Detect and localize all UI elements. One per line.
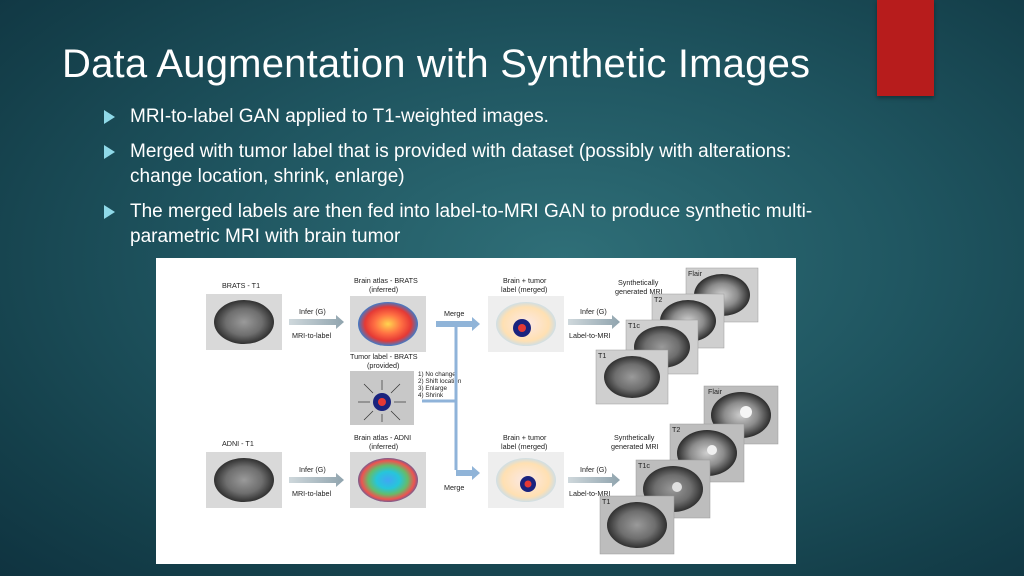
triangle-bullet-icon bbox=[104, 205, 115, 219]
bottom-infer2-arrow bbox=[568, 473, 620, 487]
top-stack-t1-brain bbox=[604, 356, 660, 398]
tumor-label-1: Tumor label - BRATS bbox=[350, 352, 418, 361]
top-infer2-arrow bbox=[568, 315, 620, 329]
bottom-merge-arrow bbox=[456, 466, 480, 480]
bottom-t1-brain bbox=[214, 458, 274, 502]
top-atlas-label-2: (inferred) bbox=[369, 285, 398, 294]
bottom-merged-tumor-core bbox=[524, 480, 532, 488]
bottom-merged-label-1: Brain + tumor bbox=[503, 433, 547, 442]
bottom-stack-t1c-lesion bbox=[672, 482, 682, 492]
top-input-label: BRATS - T1 bbox=[222, 281, 260, 290]
tumor-option-4: 4) Shrink bbox=[418, 392, 444, 399]
bullet-text: Merged with tumor label that is provided… bbox=[130, 141, 792, 187]
top-label-to-mri: Label-to-MRI bbox=[569, 331, 611, 340]
tumor-option-3: 3) Enlarge bbox=[418, 385, 448, 392]
accent-bar bbox=[877, 0, 934, 96]
top-merged-tumor-core bbox=[518, 324, 526, 332]
bullet-text: The merged labels are then fed into labe… bbox=[130, 201, 813, 247]
tumor-option-1: 1) No change bbox=[418, 371, 456, 378]
bottom-merged-label-2: label (merged) bbox=[501, 442, 547, 451]
bottom-synth-label-1: Synthetically bbox=[614, 433, 655, 442]
top-infer2-label: Infer (G) bbox=[580, 307, 607, 316]
slide-title: Data Augmentation with Synthetic Images bbox=[62, 42, 811, 86]
bullet-text: MRI-to-label GAN applied to T1-weighted … bbox=[130, 106, 549, 127]
bottom-infer-label: Infer (G) bbox=[299, 465, 326, 474]
top-merged-label-2: label (merged) bbox=[501, 285, 547, 294]
bottom-infer2-label: Infer (G) bbox=[580, 465, 607, 474]
tumor-core bbox=[378, 398, 386, 406]
top-merged-label-1: Brain + tumor bbox=[503, 276, 547, 285]
bottom-label-to-mri: Label-to-MRI bbox=[569, 489, 611, 498]
pipeline-figure: BRATS - T1 Infer (G) MRI-to-label Brain … bbox=[156, 258, 796, 564]
top-synth-label-2: generated MRI bbox=[615, 287, 663, 296]
bottom-atlas-brain bbox=[358, 458, 418, 502]
bottom-synth-label-2: generated MRI bbox=[611, 442, 659, 451]
bullet-item: Merged with tumor label that is provided… bbox=[104, 139, 844, 189]
top-stack-t1-label: T1 bbox=[598, 351, 606, 360]
bottom-atlas-label-1: Brain atlas - ADNI bbox=[354, 433, 411, 442]
tumor-shift-arrows bbox=[358, 380, 406, 422]
bottom-stack-t1c-label: T1c bbox=[638, 461, 650, 470]
top-atlas-label-1: Brain atlas - BRATS bbox=[354, 276, 418, 285]
tumor-label-2: (provided) bbox=[367, 361, 399, 370]
bullet-item: MRI-to-label GAN applied to T1-weighted … bbox=[104, 104, 844, 129]
bullet-item: The merged labels are then fed into labe… bbox=[104, 199, 844, 249]
bottom-mri-to-label: MRI-to-label bbox=[292, 489, 332, 498]
bottom-stack-t1-label: T1 bbox=[602, 497, 610, 506]
bullet-list: MRI-to-label GAN applied to T1-weighted … bbox=[104, 104, 844, 259]
triangle-bullet-icon bbox=[104, 110, 115, 124]
top-stack-t1c-label: T1c bbox=[628, 321, 640, 330]
tumor-option-2: 2) Shift location bbox=[418, 378, 462, 385]
bottom-stack-t1-brain bbox=[607, 502, 667, 548]
top-merge-arrow bbox=[436, 317, 480, 331]
bottom-merge-label: Merge bbox=[444, 483, 464, 492]
top-merge-label: Merge bbox=[444, 309, 464, 318]
bottom-atlas-label-2: (inferred) bbox=[369, 442, 398, 451]
top-synth-label-1: Synthetically bbox=[618, 278, 659, 287]
top-mri-to-label: MRI-to-label bbox=[292, 331, 332, 340]
bottom-input-label: ADNI - T1 bbox=[222, 439, 254, 448]
top-stack-t2-label: T2 bbox=[654, 295, 662, 304]
triangle-bullet-icon bbox=[104, 145, 115, 159]
bottom-stack-t2-label: T2 bbox=[672, 425, 680, 434]
top-infer-label: Infer (G) bbox=[299, 307, 326, 316]
bottom-stack-t2-lesion bbox=[707, 445, 717, 455]
top-infer-arrow bbox=[289, 315, 344, 329]
bottom-infer-arrow bbox=[289, 473, 344, 487]
bottom-stack-flair-lesion bbox=[740, 406, 752, 418]
bottom-stack-flair-label: Flair bbox=[708, 387, 723, 396]
top-t1-brain bbox=[214, 300, 274, 344]
top-atlas-brain bbox=[358, 302, 418, 346]
top-stack-flair-label: Flair bbox=[688, 269, 703, 278]
